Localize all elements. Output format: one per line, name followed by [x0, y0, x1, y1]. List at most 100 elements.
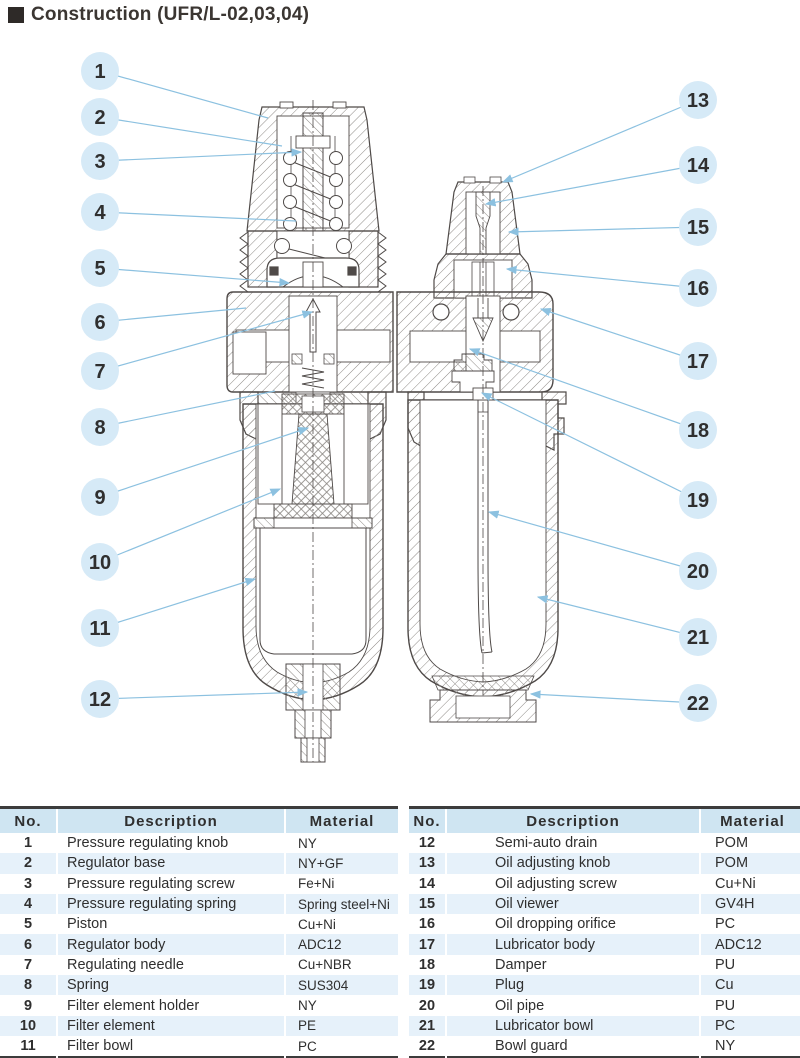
- part-description: Damper: [445, 954, 700, 976]
- callout-number: 20: [687, 561, 709, 583]
- leader-line-10: [99, 488, 282, 563]
- callout-number: 8: [94, 417, 105, 439]
- part-material: NY: [284, 995, 398, 1016]
- part-material: PC: [284, 1035, 398, 1058]
- callout-number: 5: [94, 258, 105, 280]
- part-description: Regulator body: [56, 934, 285, 955]
- callout-number: 18: [687, 420, 709, 442]
- callout-bubble-8: [81, 408, 119, 446]
- callout-20: 20: [487, 510, 717, 590]
- callout-bubble-17: [679, 342, 717, 380]
- leader-line-19: [480, 392, 699, 501]
- part-description: Filter element holder: [56, 995, 285, 1016]
- part-material: NY: [699, 1035, 800, 1058]
- callout-number: 19: [687, 490, 709, 512]
- leader-line-15: [507, 226, 699, 236]
- leader-line-16: [505, 265, 699, 289]
- callout-number: 4: [94, 202, 106, 224]
- part-description: Regulator base: [56, 853, 285, 874]
- callout-bubble-21: [679, 618, 717, 656]
- part-description: Semi-auto drain: [445, 833, 700, 854]
- part-material: Spring steel+Ni: [284, 893, 398, 915]
- leader-line-9: [99, 427, 310, 498]
- part-description: Regulating needle: [56, 954, 285, 976]
- part-material: POM: [699, 853, 800, 874]
- callout-bubble-16: [679, 269, 717, 307]
- leader-line-3: [99, 148, 303, 162]
- part-material: GV4H: [699, 893, 800, 915]
- part-number: 11: [20, 1038, 36, 1055]
- callout-6: 6: [81, 303, 247, 341]
- part-number: 20: [418, 997, 436, 1014]
- leader-line-2: [99, 116, 283, 147]
- part-description: Spring: [56, 975, 285, 996]
- callout-bubble-7: [81, 352, 119, 390]
- leader-line-7: [99, 310, 314, 372]
- callout-number: 14: [687, 155, 710, 177]
- callout-number: 7: [94, 361, 105, 383]
- callout-18: 18: [468, 348, 717, 449]
- callout-21: 21: [536, 595, 717, 656]
- part-number: 6: [0, 934, 57, 955]
- leader-line-20: [487, 510, 699, 572]
- part-description: Oil pipe: [445, 995, 700, 1016]
- part-material: PU: [699, 954, 800, 976]
- callout-bubble-20: [679, 552, 717, 590]
- frl-cross-section: [226, 100, 567, 763]
- leader-line-14: [484, 164, 699, 207]
- callout-13: 13: [501, 81, 717, 183]
- callout-bubble-12: [81, 680, 119, 718]
- callout-bubble-2: [81, 98, 119, 136]
- part-description: Pressure regulating spring: [56, 893, 285, 915]
- callout-number: 11: [89, 618, 110, 640]
- part-description: Bowl guard: [445, 1035, 700, 1058]
- callout-22: 22: [529, 684, 717, 722]
- part-material: Cu: [699, 975, 800, 996]
- callout-19: 19: [480, 392, 717, 519]
- leader-line-18: [468, 348, 699, 431]
- part-number: 18: [418, 956, 436, 973]
- part-number: 4: [0, 893, 57, 915]
- part-material: Cu+NBR: [284, 954, 398, 976]
- part-description: Oil adjusting knob: [445, 853, 700, 874]
- callout-bubble-13: [679, 81, 717, 119]
- leader-line-1: [99, 70, 269, 119]
- callout-bubble-19: [679, 481, 717, 519]
- section-title: Construction (UFR/L-02,03,04): [8, 4, 309, 26]
- part-material: POM: [699, 833, 800, 854]
- callout-bubble-3: [81, 142, 119, 180]
- callout-number: 16: [687, 278, 709, 300]
- part-description: Filter bowl: [56, 1035, 285, 1058]
- part-number: 3: [23, 875, 33, 892]
- part-description: Plug: [445, 975, 700, 996]
- part-description: Lubricator body: [445, 934, 700, 955]
- part-material: NY: [284, 833, 398, 854]
- callout-3: 3: [81, 142, 303, 180]
- callout-number: 13: [687, 90, 709, 112]
- callout-number: 9: [94, 487, 105, 509]
- part-number: 21: [409, 1015, 446, 1036]
- part-number: 17: [409, 934, 446, 955]
- part-material: Fe+Ni: [284, 873, 398, 894]
- callout-1: 1: [81, 52, 269, 119]
- part-material: ADC12: [284, 934, 398, 955]
- part-description: Oil dropping orifice: [445, 914, 700, 935]
- part-material: PU: [699, 995, 800, 1016]
- callout-17: 17: [539, 308, 717, 380]
- callout-number: 21: [687, 627, 709, 649]
